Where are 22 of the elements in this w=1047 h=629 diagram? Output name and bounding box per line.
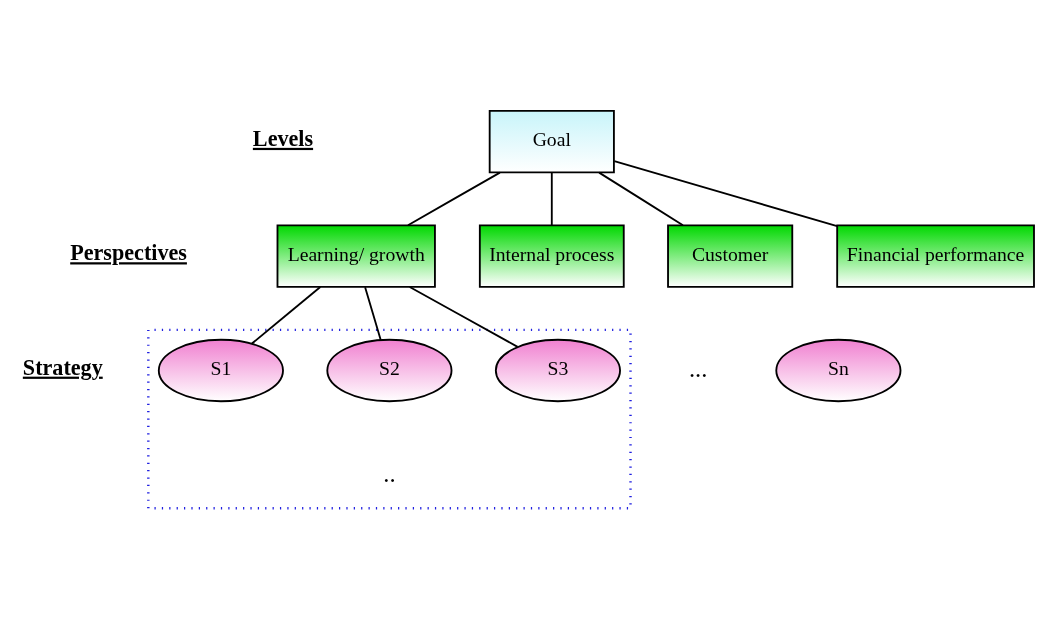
cluster	[147, 328, 632, 510]
connector	[364, 286, 382, 341]
connector	[407, 171, 501, 227]
connector	[550, 171, 553, 227]
connector	[408, 286, 519, 348]
connector	[613, 160, 838, 228]
node-ellipse: Sn	[775, 338, 902, 403]
label: ..	[383, 460, 396, 488]
connector	[598, 171, 684, 227]
node-box: Learning/ growth	[276, 224, 436, 288]
node-box: Financial performance	[836, 224, 1035, 288]
connector	[251, 286, 322, 345]
node-box: Customer	[667, 224, 794, 288]
node-ellipse: S3	[494, 338, 621, 403]
label: ...	[688, 354, 708, 382]
node-box: Goal	[488, 110, 615, 174]
label: Strategy	[22, 354, 103, 380]
node-box: Internal process	[478, 224, 625, 288]
node-ellipse: S2	[326, 338, 453, 403]
node-ellipse: S1	[157, 338, 284, 403]
label: Perspectives	[70, 240, 187, 266]
label: Levels	[252, 125, 314, 151]
